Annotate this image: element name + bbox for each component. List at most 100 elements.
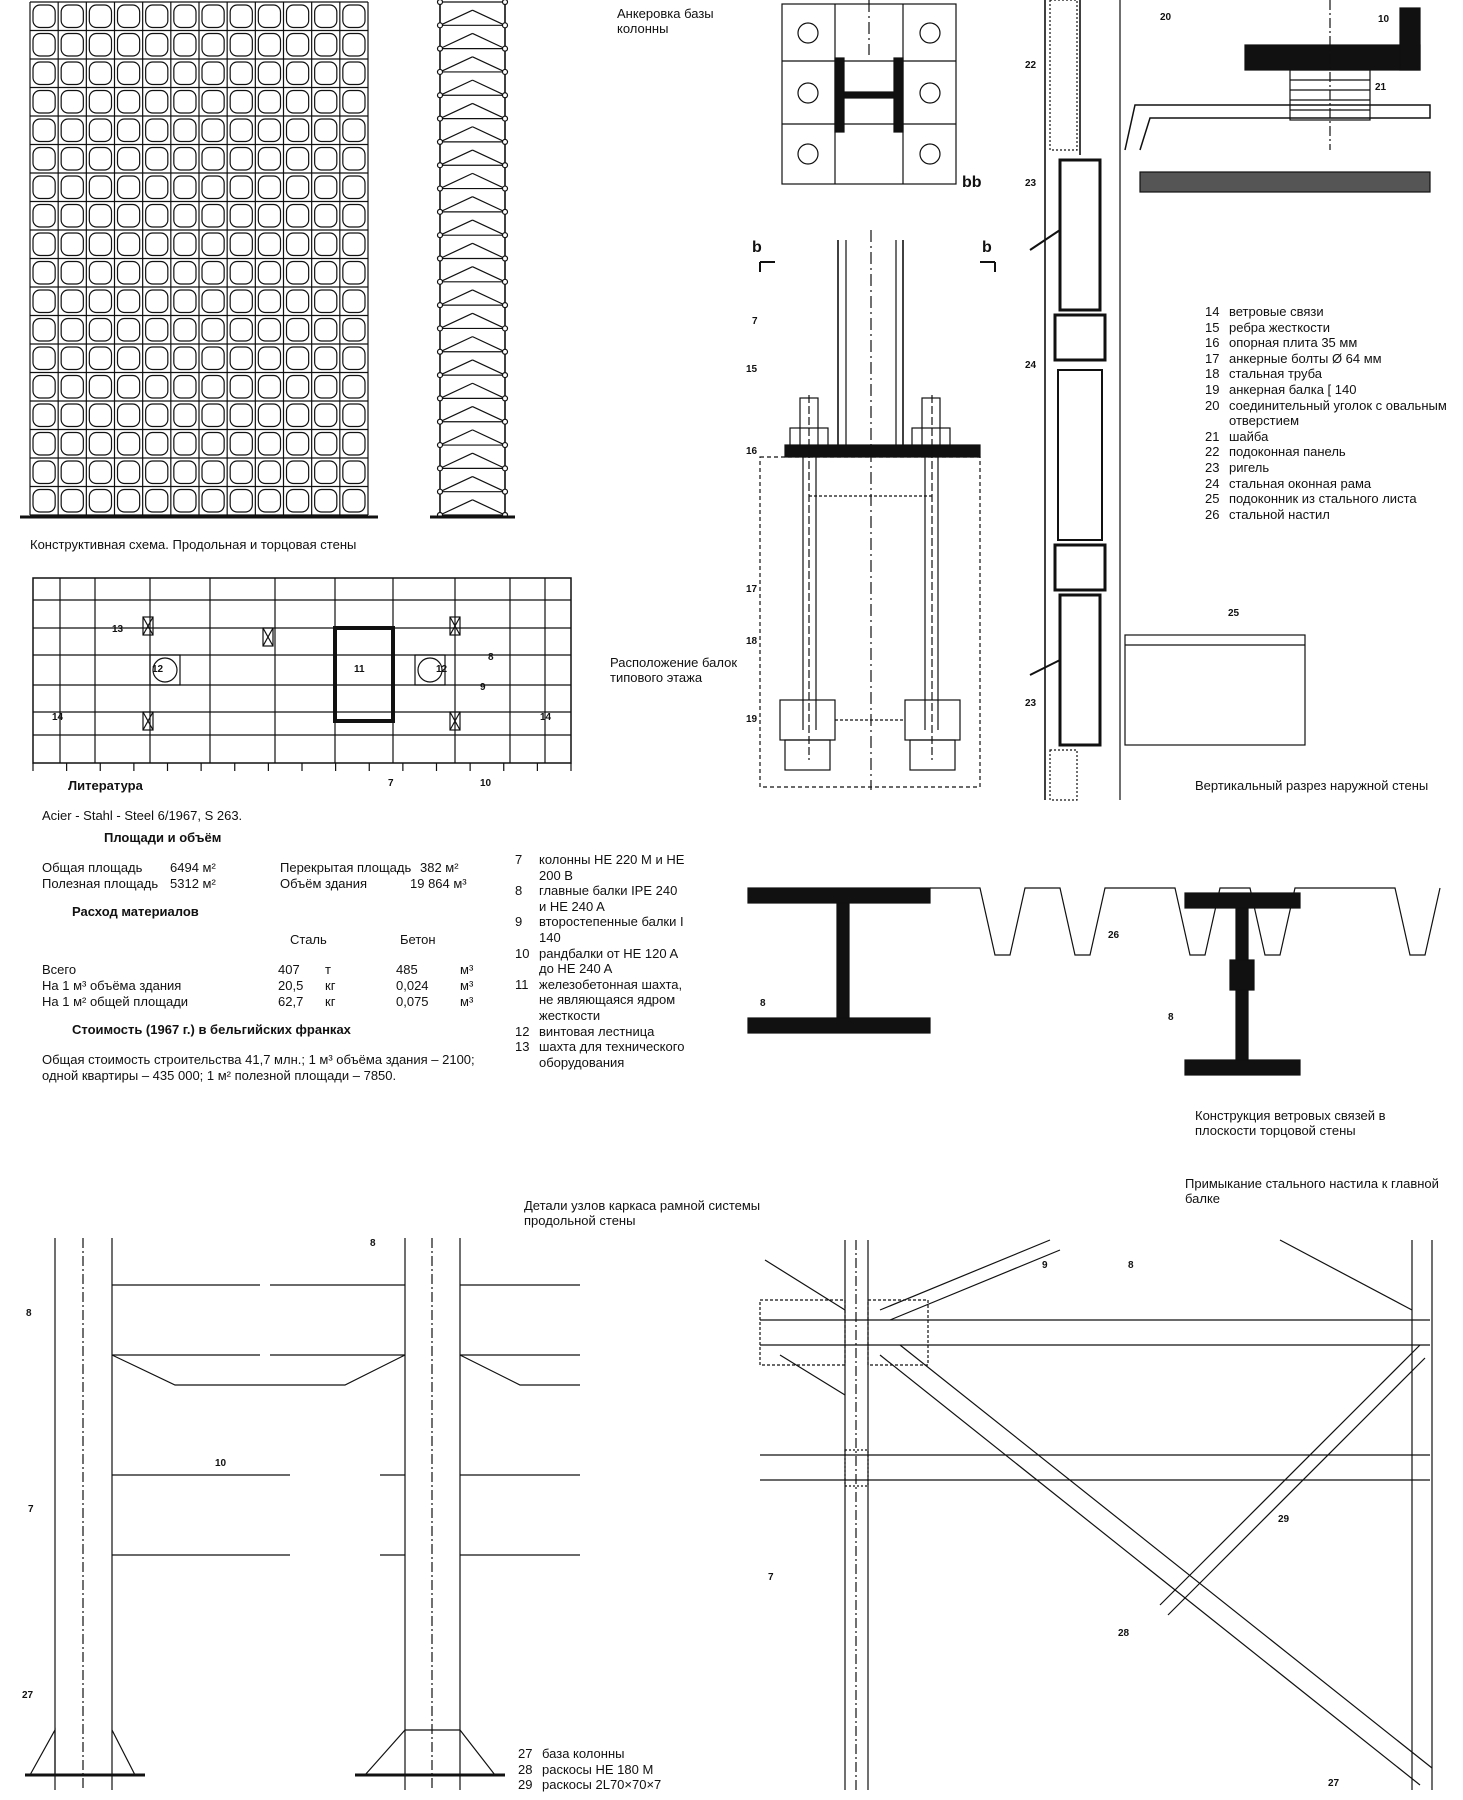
floor-beams-layout-caption: Расположение балок типового этажа xyxy=(610,655,738,685)
label-8-joint-top: 8 xyxy=(370,1238,376,1249)
label-17: 17 xyxy=(746,584,758,595)
label-22: 22 xyxy=(1025,60,1037,71)
legend-text: второстепенные балки I 140 xyxy=(539,914,684,945)
legend-number: 20 xyxy=(1205,397,1220,413)
legend-number: 24 xyxy=(1205,475,1220,491)
label-14-right: 14 xyxy=(540,712,552,723)
longitudinal-wall-frame xyxy=(20,1,378,519)
label-21: 21 xyxy=(1375,82,1387,93)
materials-row-steel: 20,5 xyxy=(278,978,304,993)
useful-area-label: Полезная площадь xyxy=(42,876,159,891)
label-10-section: 10 xyxy=(1378,14,1390,25)
legend-number: 12 xyxy=(515,1023,530,1039)
label-23-bottom: 23 xyxy=(1025,698,1037,709)
label-20: 20 xyxy=(1160,12,1172,23)
label-14-left: 14 xyxy=(52,712,64,723)
legend-text: база колонны xyxy=(542,1746,625,1761)
legend-number: 13 xyxy=(515,1039,530,1055)
volume-label: Объём здания xyxy=(280,876,368,891)
frame-joints-caption: Детали узлов каркаса рамной системы прод… xyxy=(524,1198,761,1228)
legend-text: стальной настил xyxy=(1229,506,1330,522)
materials-row-steel: 62,7 xyxy=(278,994,304,1009)
label-7-base: 7 xyxy=(752,316,758,327)
label-15: 15 xyxy=(746,364,758,375)
label-12-left: 12 xyxy=(152,664,164,675)
column-base-anchoring-caption: Анкеровка базы колонны xyxy=(617,6,714,36)
legend-text: соединительный уголок с овальным отверст… xyxy=(1229,397,1447,429)
label-9-bracing: 9 xyxy=(1042,1260,1048,1271)
label-8-deck-left: 8 xyxy=(760,998,766,1009)
materials-row-label: Всего xyxy=(42,962,77,977)
materials-row-steel-unit: т xyxy=(325,962,331,977)
materials-col-concrete: Бетон xyxy=(400,932,436,947)
deck-junction-caption: Примыкание стального настила к главной б… xyxy=(1185,1176,1439,1206)
legend-number: 19 xyxy=(1205,381,1220,397)
structural-scheme-caption: Конструктивная схема. Продольная и торцо… xyxy=(30,537,357,552)
legend-text: раскосы 2L70×70×7 xyxy=(542,1777,662,1793)
legend-text: железобетонная шахта, не являющаяся ядро… xyxy=(539,976,683,1023)
legend-number: 11 xyxy=(515,976,529,992)
total-area-label: Общая площадь xyxy=(42,860,143,875)
legend-number: 9 xyxy=(515,914,523,930)
legend-item: 11 железобетонная шахта, не являющаяся яд… xyxy=(515,977,685,1024)
label-7-bracing: 7 xyxy=(768,1572,774,1583)
section-mark-b-left: b xyxy=(752,239,762,256)
label-12-right: 12 xyxy=(436,664,448,675)
frame-joints-detail xyxy=(25,1238,580,1790)
materials-row-concrete: 0,024 xyxy=(396,978,429,993)
materials-row-steel-unit: кг xyxy=(325,994,336,1009)
label-11: 11 xyxy=(354,664,365,675)
legend-number: 17 xyxy=(1205,350,1220,366)
label-10-joint: 10 xyxy=(215,1458,227,1469)
label-10-plan: 10 xyxy=(480,778,492,789)
label-16: 16 xyxy=(746,446,758,457)
label-8-bracing: 8 xyxy=(1128,1260,1134,1271)
materials-row-label: На 1 м³ объёма здания xyxy=(42,978,182,993)
label-19: 19 xyxy=(746,714,758,725)
gable-wall-truss xyxy=(430,0,515,519)
materials-row-steel: 407 xyxy=(278,962,300,977)
materials-col-steel: Сталь xyxy=(290,932,327,947)
legend-number: 15 xyxy=(1205,319,1220,335)
legend-number: 18 xyxy=(1205,366,1220,382)
materials-row-concrete-unit: м³ xyxy=(460,978,474,993)
legend-number: 8 xyxy=(515,883,523,899)
label-13: 13 xyxy=(112,624,124,635)
materials-row-concrete-unit: м³ xyxy=(460,994,474,1009)
label-27-bracing: 27 xyxy=(1328,1778,1340,1789)
legend-item: 9 второстепенные балки I 140 xyxy=(515,914,685,945)
cost-heading: Стоимость (1967 г.) в бельгийских франка… xyxy=(72,1022,351,1037)
legend-text: подоконник из стального листа xyxy=(1229,491,1417,507)
legend-text: ригель xyxy=(1229,459,1270,475)
legend-text: шайба xyxy=(1229,428,1269,444)
legend-text: колонны HE 220 M и HE 200 B xyxy=(539,852,685,883)
label-8-deck-right: 8 xyxy=(1168,1012,1174,1023)
literature-heading: Литература xyxy=(68,778,143,793)
legend-number: 22 xyxy=(1205,444,1220,460)
label-25: 25 xyxy=(1228,608,1240,619)
floor-plan xyxy=(32,577,572,771)
legend-text: раскосы HE 180 M xyxy=(542,1761,654,1777)
wall-section-caption: Вертикальный разрез наружной стены xyxy=(1195,778,1429,793)
literature-reference: Acier - Stahl - Steel 6/1967, S 263. xyxy=(42,808,243,823)
volume-value: 19 864 м³ xyxy=(410,876,467,891)
